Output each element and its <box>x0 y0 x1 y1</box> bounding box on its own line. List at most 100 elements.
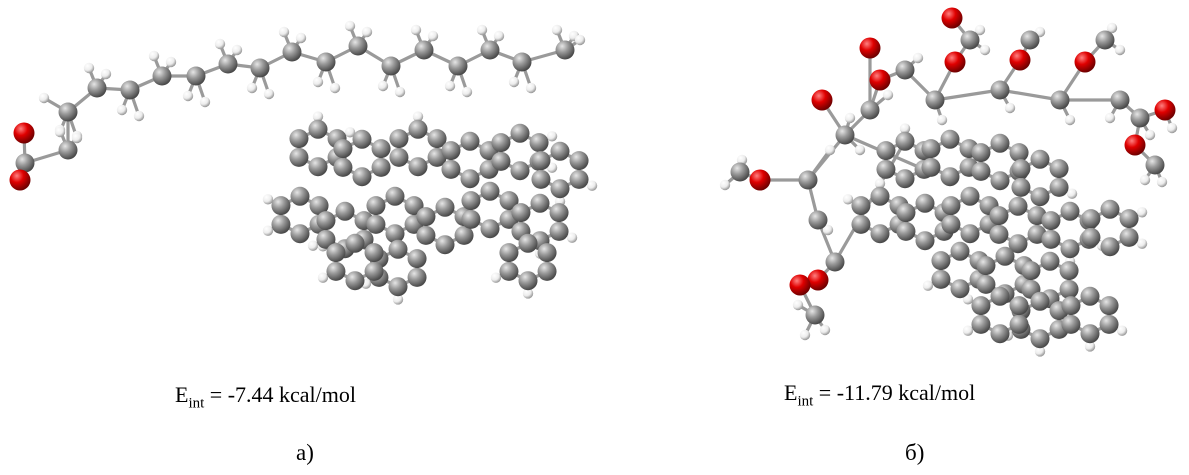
hydrogen-atom <box>214 38 226 50</box>
carbon-atom <box>950 279 970 299</box>
carbon-atom <box>915 193 935 213</box>
hydrogen-atom <box>312 111 324 122</box>
carbon-atom <box>345 271 365 291</box>
carbon-atom <box>454 225 474 245</box>
hydrogen-atom <box>412 111 424 122</box>
hydrogen-atom <box>278 26 290 38</box>
carbon-atom <box>512 52 532 72</box>
hydrogen-atom <box>344 20 356 32</box>
carbon-atom <box>316 229 336 249</box>
carbon-atom <box>58 102 78 122</box>
carbon-atom <box>730 162 750 182</box>
carbon-atom <box>510 123 530 143</box>
hydrogen-atom <box>546 162 558 173</box>
bond <box>998 88 1062 102</box>
carbon-atom <box>1030 329 1050 349</box>
carbon-atom <box>531 169 551 189</box>
hydrogen-atom <box>922 280 934 291</box>
carbon-atom <box>798 170 818 190</box>
carbon-atom <box>1008 196 1028 216</box>
hydrogen-atom <box>1136 238 1148 249</box>
carbon-atom <box>971 296 991 316</box>
carbon-atom <box>1119 209 1139 229</box>
carbon-atom <box>416 225 436 245</box>
hydrogen-atom <box>392 294 404 305</box>
hydrogen-atom <box>882 89 894 101</box>
carbon-atom <box>511 203 531 223</box>
atoms <box>719 7 1178 357</box>
carbon-atom <box>407 267 427 287</box>
hydrogen-atom <box>71 132 83 144</box>
carbon-atom <box>316 211 336 231</box>
hydrogen-atom <box>493 30 505 42</box>
carbon-atom <box>990 80 1010 100</box>
carbon-atom <box>316 52 336 72</box>
carbon-atom <box>389 147 409 167</box>
hydrogen-atom <box>377 80 389 92</box>
carbon-atom <box>427 129 447 149</box>
interaction-energy-b: Eint = -11.79 kcal/mol <box>784 380 976 410</box>
carbon-atom <box>385 186 405 206</box>
hydrogen-atom <box>427 30 439 42</box>
carbon-atom <box>1081 209 1101 229</box>
carbon-atom <box>1030 291 1050 311</box>
carbon-atom <box>537 261 557 281</box>
carbon-atom <box>186 66 206 86</box>
hydrogen-atom <box>522 288 534 299</box>
carbon-atom <box>518 233 538 253</box>
hydrogen-atom <box>912 52 924 64</box>
hydrogen-atom <box>936 114 948 126</box>
carbon-atom <box>921 139 941 159</box>
hydrogen-atom <box>361 26 373 38</box>
carbon-atom <box>218 54 238 74</box>
carbon-atom <box>1009 296 1029 316</box>
carbon-atom <box>491 133 511 153</box>
carbon-atom <box>550 141 570 161</box>
hydrogen-atom <box>262 225 274 236</box>
carbon-atom <box>448 56 468 76</box>
hydrogen-atom <box>344 127 356 138</box>
hydrogen-atom <box>1116 325 1128 336</box>
carbon-atom <box>15 153 35 173</box>
carbon-atom <box>537 243 557 263</box>
carbon-atom <box>1099 296 1119 316</box>
carbon-atom <box>309 196 329 216</box>
molecule-b-model <box>719 7 1178 357</box>
carbon-atom <box>941 214 961 234</box>
oxygen-atom <box>789 274 811 296</box>
carbon-atom <box>990 133 1010 153</box>
carbon-atom <box>364 261 384 281</box>
hydrogen-atom <box>874 178 886 189</box>
carbon-atom <box>1059 279 1079 299</box>
carbon-atom <box>499 191 519 211</box>
hydrogen-atom <box>54 126 66 138</box>
molecule-a-model <box>9 20 598 305</box>
hydrogen-atom <box>1144 129 1156 141</box>
carbon-atom <box>435 197 455 217</box>
carbon-atom <box>1100 199 1120 219</box>
carbon-atom <box>921 157 941 177</box>
hydrogen-atom <box>842 194 854 205</box>
hydrogen-atom <box>574 34 586 46</box>
hydrogen-atom <box>329 82 341 94</box>
carbon-atom <box>333 139 353 159</box>
carbon-atom <box>876 141 896 161</box>
hydrogen-atom <box>263 88 275 100</box>
carbon-atom <box>1050 90 1070 110</box>
hydrogen-atom <box>586 180 598 191</box>
carbon-atom <box>388 239 408 259</box>
hydrogen-atom <box>307 240 319 251</box>
oxygen-atom <box>859 37 881 59</box>
interaction-energy-a: Eint = -7.44 kcal/mol <box>175 382 357 412</box>
hydrogen-atom <box>1064 114 1076 126</box>
carbon-atom <box>120 80 140 100</box>
carbon-atom <box>1130 108 1150 128</box>
hydrogen-atom <box>461 86 473 98</box>
oxygen-atom <box>9 169 31 191</box>
carbon-atom <box>808 210 828 230</box>
carbon-atom <box>851 196 871 216</box>
hydrogen-atom <box>476 24 488 36</box>
carbon-atom <box>851 214 871 234</box>
carbon-atom <box>335 201 355 221</box>
